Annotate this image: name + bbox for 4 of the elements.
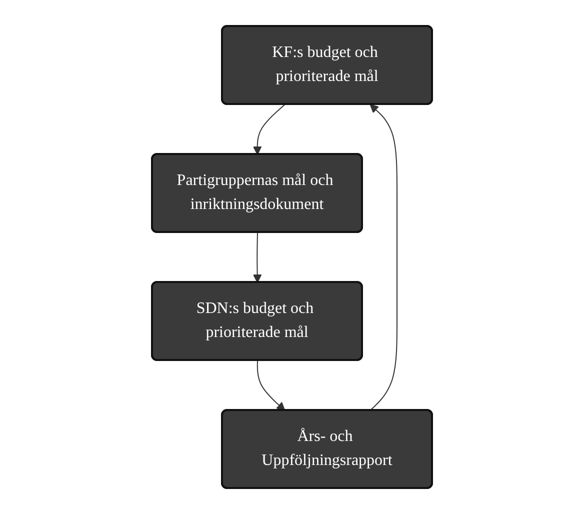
arrow (256, 360, 286, 410)
arrow (252, 104, 286, 154)
arrow (252, 232, 262, 282)
arrow (370, 104, 398, 410)
